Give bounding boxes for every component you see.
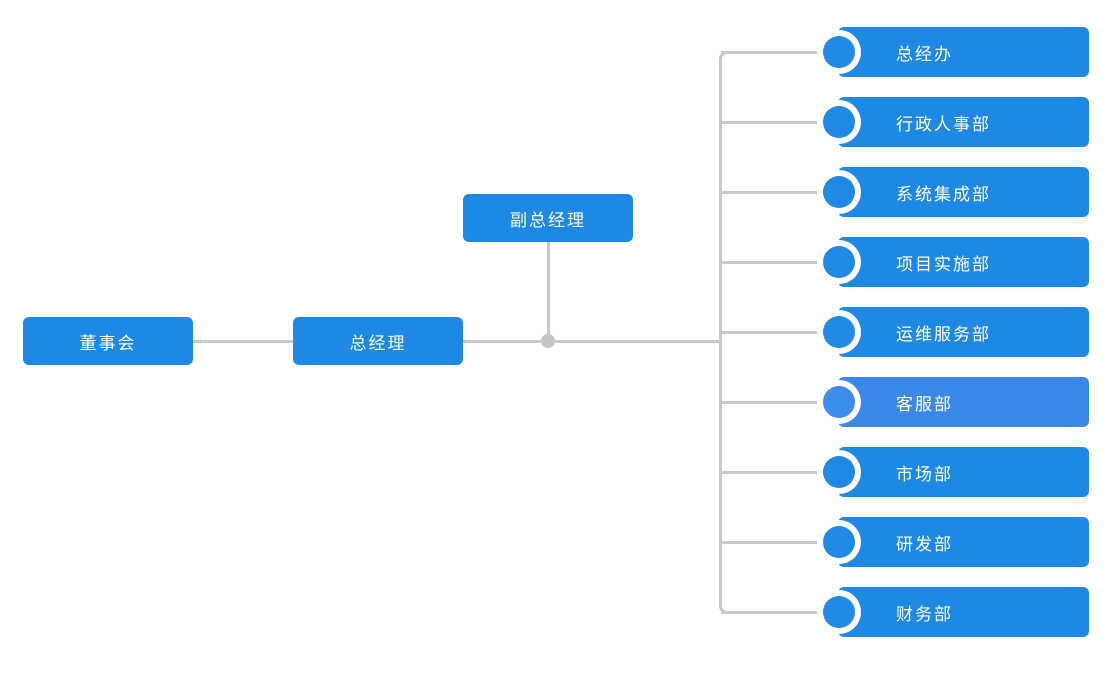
branch-connector-7 — [721, 471, 841, 474]
bullet-icon-department-3 — [817, 170, 861, 214]
department-department-label: 行政人事部 — [896, 114, 991, 134]
bullet-icon-department-7 — [817, 450, 861, 494]
department-department-label: 运维服务部 — [896, 324, 991, 344]
connector-deputy-general-manager-drop — [547, 242, 550, 342]
node-department-1[interactable]: 总经办 — [838, 27, 1089, 77]
department-department-label: 项目实施部 — [896, 254, 991, 274]
node-department-9[interactable]: 财务部 — [838, 587, 1089, 637]
node-deputy-general-manager-label: 副总经理 — [510, 210, 586, 230]
bullet-icon-department-9 — [817, 590, 861, 634]
connector-board-to-general-manager — [193, 340, 293, 343]
bullet-icon-department-4 — [817, 240, 861, 284]
node-board-label: 董事会 — [79, 333, 137, 353]
node-general-manager-label: 总经理 — [349, 333, 407, 353]
junction-node — [541, 334, 555, 348]
node-department-2[interactable]: 行政人事部 — [838, 97, 1089, 147]
node-deputy-general-manager[interactable]: 副总经理 — [463, 194, 633, 242]
bullet-icon-department-6 — [817, 380, 861, 424]
bullet-icon-department-2 — [817, 100, 861, 144]
branch-connector-1 — [721, 51, 841, 54]
node-department-7[interactable]: 市场部 — [838, 447, 1089, 497]
bullet-icon-department-8 — [817, 520, 861, 564]
branch-connector-9 — [721, 611, 841, 614]
branch-connector-2 — [721, 121, 841, 124]
department-department-label: 研发部 — [896, 534, 953, 554]
connector-general-manager-to-trunk — [463, 340, 722, 343]
branch-connector-8 — [721, 541, 841, 544]
branch-connector-6 — [721, 401, 841, 404]
node-general-manager[interactable]: 总经理 — [293, 317, 463, 365]
bullet-icon-department-5 — [817, 310, 861, 354]
bullet-icon-department-1 — [817, 30, 861, 74]
department-department-label: 总经办 — [896, 44, 953, 64]
branch-connector-3 — [721, 191, 841, 194]
branch-connector-4 — [721, 261, 841, 264]
node-department-5[interactable]: 运维服务部 — [838, 307, 1089, 357]
department-department-label: 客服部 — [896, 394, 953, 414]
node-department-4[interactable]: 项目实施部 — [838, 237, 1089, 287]
department-department-label: 市场部 — [896, 464, 953, 484]
branch-connector-5 — [721, 331, 841, 334]
node-department-8[interactable]: 研发部 — [838, 517, 1089, 567]
node-department-3[interactable]: 系统集成部 — [838, 167, 1089, 217]
department-department-label: 财务部 — [896, 604, 953, 624]
node-board[interactable]: 董事会 — [23, 317, 193, 365]
node-department-6[interactable]: 客服部 — [838, 377, 1089, 427]
department-department-label: 系统集成部 — [896, 184, 991, 204]
